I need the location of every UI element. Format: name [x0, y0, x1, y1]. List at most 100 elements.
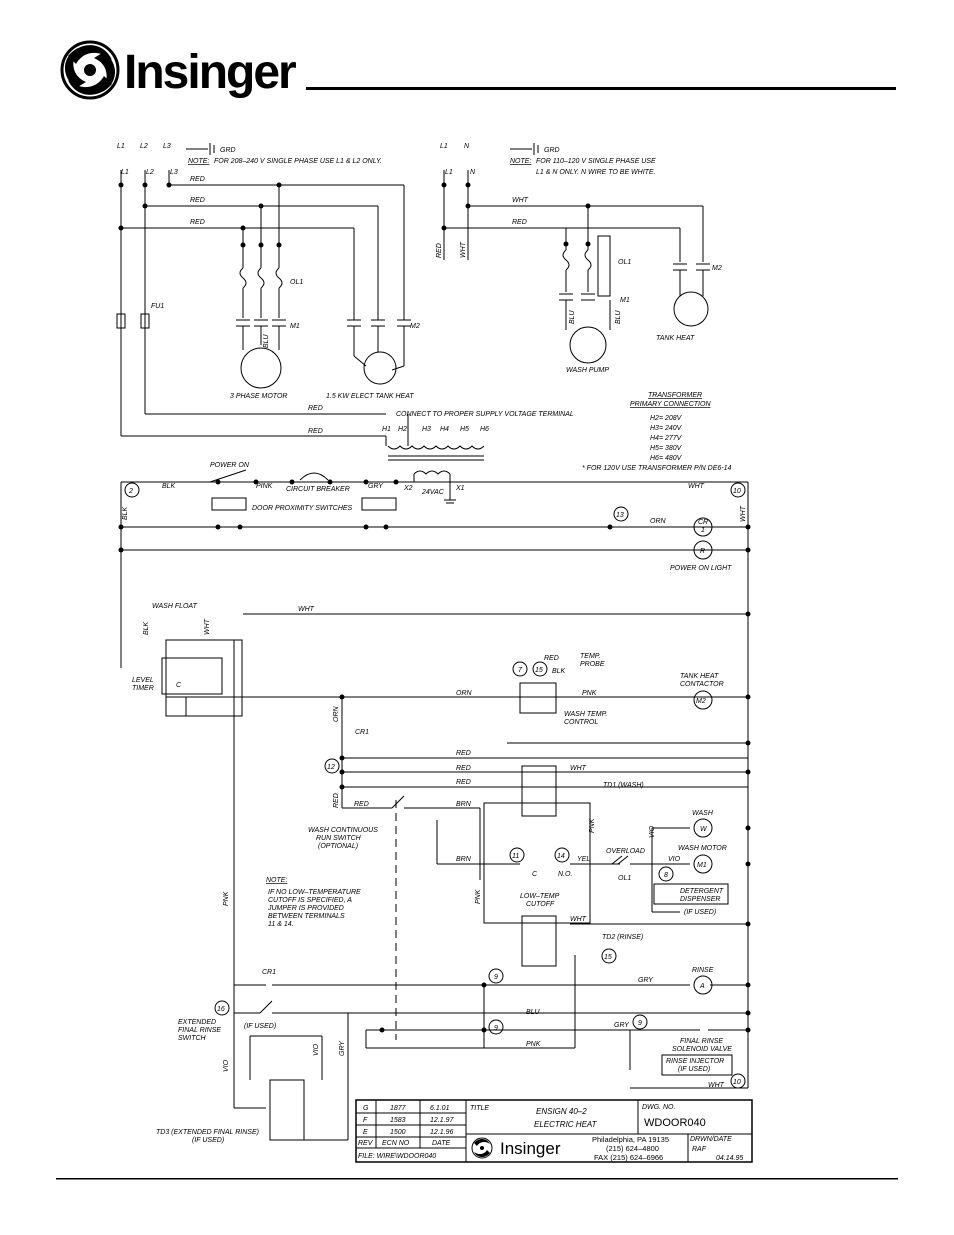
- label-wash-cont-2: RUN SWITCH: [316, 835, 362, 842]
- label-ext-2: FINAL RINSE: [178, 1027, 221, 1034]
- wire-brn-1: BRN: [456, 801, 472, 808]
- terminal-9-a: 9: [494, 974, 498, 981]
- label-td3: TD3 (EXTENDED FINAL RINSE): [156, 1129, 259, 1136]
- title-logo-icon: [471, 1137, 493, 1159]
- terminal-7: 7: [518, 667, 523, 674]
- wire-gry-4: GRY: [339, 1040, 346, 1056]
- label-24vac: 24VAC: [421, 489, 445, 496]
- wire-red-1: RED: [190, 176, 205, 183]
- wire-wht-2: WHT: [460, 241, 467, 258]
- label-power-on: POWER ON: [210, 462, 250, 469]
- label-ol1: OL1: [290, 279, 303, 286]
- terminal-9-b: 9: [494, 1025, 498, 1032]
- label-1p-tank-heat: TANK HEAT: [656, 335, 695, 342]
- label-detergent: DETERGENT: [680, 888, 724, 895]
- label-w: W: [700, 826, 708, 833]
- label-cr1-contact-2: CR1: [262, 969, 276, 976]
- wire-red-10: RED: [456, 765, 471, 772]
- wire-red-7: RED: [308, 428, 323, 435]
- label-wash-pump: WASH PUMP: [566, 367, 609, 374]
- terminal-12: 12: [327, 764, 335, 771]
- ecn-g: 1877: [390, 1105, 407, 1112]
- xfmr-h4: H4= 277V: [650, 435, 683, 442]
- wire-pnk-2: PNK: [589, 818, 596, 833]
- date-header: DATE: [432, 1140, 450, 1147]
- wire-gry-2: GRY: [638, 977, 654, 984]
- dwg-header: DWG. NO.: [642, 1104, 675, 1111]
- label-1p-nb: N: [470, 169, 476, 176]
- ecn-e: 1500: [390, 1129, 406, 1136]
- address-3: FAX (215) 624–6966: [594, 1153, 663, 1162]
- label-rinse-injector: RINSE INJECTOR: [666, 1058, 724, 1065]
- label-ext-3: SWITCH: [178, 1035, 207, 1042]
- label-dispenser: DISPENSER: [680, 896, 720, 903]
- wire-blk-1: BLK: [162, 483, 176, 490]
- note-line-2: CUTOFF IS SPECIFIED, A: [268, 897, 352, 904]
- note-line-3: JUMPER IS PROVIDED: [267, 905, 344, 912]
- wire-vio-4: VIO: [313, 1043, 320, 1056]
- label-1p-l1b: L1: [445, 169, 453, 176]
- terminal-9-c: 9: [638, 1020, 642, 1027]
- label-1p-m2: M2: [712, 265, 722, 272]
- drawn-date: 04.14.95: [716, 1155, 743, 1162]
- label-l2: L2: [140, 143, 148, 150]
- title-line-2: ELECTRIC HEAT: [534, 1120, 598, 1129]
- terminal-15-a: 15: [535, 667, 543, 674]
- label-1p-m1: M1: [620, 297, 630, 304]
- brand-name: Insinger: [124, 46, 296, 99]
- label-x1: X1: [455, 485, 465, 492]
- ecn-f: 1583: [390, 1117, 406, 1124]
- label-control: CONTROL: [564, 719, 598, 726]
- wire-vio-3: VIO: [223, 1059, 230, 1072]
- xfmr-h2: H2= 208V: [650, 415, 683, 422]
- label-no: N.O.: [558, 871, 572, 878]
- junction-dots: [118, 182, 751, 1033]
- label-grd-1: GRD: [220, 147, 236, 154]
- note-label-2: NOTE:: [510, 158, 531, 165]
- label-cutoff: CUTOFF: [526, 901, 555, 908]
- label-low-temp: LOW–TEMP: [520, 893, 560, 900]
- label-l3b: L3: [170, 169, 178, 176]
- label-probe: PROBE: [580, 661, 605, 668]
- note-1phase-1: FOR 110–120 V SINGLE PHASE USE: [536, 158, 656, 165]
- wire-red-11: RED: [456, 779, 471, 786]
- terminal-16: 16: [217, 1006, 225, 1013]
- label-timer: TIMER: [132, 685, 154, 692]
- xfmr-note: * FOR 120V USE TRANSFORMER P/N DE6-14: [582, 465, 731, 472]
- label-overload: OVERLOAD: [606, 848, 645, 855]
- wire-red-13: RED: [354, 801, 369, 808]
- xfmr-h6: H6= 480V: [650, 455, 683, 462]
- label-1p-n: N: [464, 143, 470, 150]
- label-r: R: [700, 548, 705, 555]
- note-line-1: IF NO LOW–TEMPERATURE: [268, 889, 361, 896]
- wire-wht-4: WHT: [740, 505, 747, 522]
- wire-red-3: RED: [190, 219, 205, 226]
- label-cr-coil: CR: [698, 519, 708, 526]
- label-td2: TD2 (RINSE): [602, 934, 643, 941]
- terminal-10-b: 10: [733, 1079, 741, 1086]
- label-tank-contactor-1: TANK HEAT: [680, 673, 719, 680]
- wire-wht-1: WHT: [512, 197, 529, 204]
- label-m2-coil: M2: [696, 698, 706, 705]
- wire-wht-8: WHT: [570, 916, 587, 923]
- dwg-number: WDOOR040: [644, 1117, 706, 1129]
- terminal-15-b: 15: [604, 954, 612, 961]
- wire-wht-5: WHT: [204, 618, 211, 635]
- file-name: FILE: WIRE\WDOOR040: [358, 1153, 436, 1160]
- xfmr-title-1: TRANSFORMER: [648, 392, 702, 399]
- label-cr-coil-num: 1: [701, 527, 705, 534]
- note-line-5: 11 & 14.: [268, 921, 294, 928]
- wire-red-9: RED: [456, 750, 471, 757]
- xfmr-h5: H5= 380V: [650, 445, 683, 452]
- note-line-4: BETWEEN TERMINALS: [268, 913, 345, 920]
- terminal-8: 8: [664, 872, 668, 879]
- wire-orn-1: ORN: [650, 518, 667, 525]
- label-fu1: FU1: [151, 303, 164, 310]
- label-wash-cont-3: (OPTIONAL): [318, 843, 358, 850]
- label-if-used-3: (IF USED): [678, 1066, 710, 1073]
- tap-h5: H5: [460, 426, 469, 433]
- terminal-11: 11: [512, 853, 519, 860]
- tap-h6: H6: [480, 426, 489, 433]
- label-level: LEVEL: [132, 677, 154, 684]
